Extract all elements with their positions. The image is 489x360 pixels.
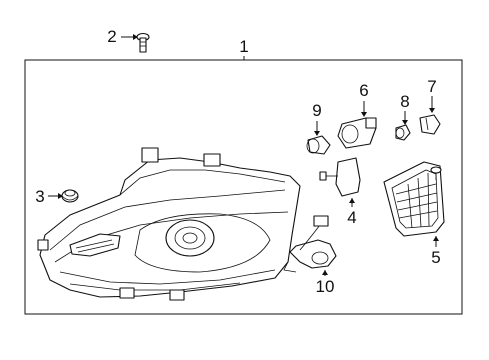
callout-2: 2	[107, 27, 138, 46]
callout-3-label: 3	[35, 187, 44, 206]
grommet-part	[61, 189, 79, 203]
callout-10-label: 10	[316, 277, 335, 296]
ballast-4-part	[319, 157, 361, 197]
callout-5-label: 5	[431, 248, 440, 267]
callout-10: 10	[316, 270, 335, 296]
bulb-8-part	[395, 124, 411, 141]
callout-6-label: 6	[359, 81, 368, 100]
screw-part	[136, 32, 150, 53]
cover-5-part	[383, 161, 445, 237]
callout-7: 7	[427, 77, 437, 113]
callout-1-label: 1	[239, 37, 248, 56]
harness-10-part	[283, 215, 337, 273]
callout-9-label: 9	[312, 101, 321, 120]
socket-6-part	[337, 117, 377, 149]
headlamp-assembly	[37, 147, 301, 301]
callout-7-label: 7	[427, 77, 436, 96]
callout-4-label: 4	[347, 208, 356, 227]
callout-3: 3	[35, 187, 63, 206]
callout-5: 5	[431, 236, 441, 267]
callout-9: 9	[312, 101, 322, 136]
callout-1: 1	[239, 37, 249, 60]
socket-7-part	[419, 114, 441, 135]
bulb-9-part	[306, 135, 331, 155]
callout-4: 4	[347, 198, 357, 227]
callout-8: 8	[400, 92, 410, 125]
callout-6: 6	[359, 81, 369, 117]
callout-8-label: 8	[400, 92, 409, 111]
callout-2-label: 2	[107, 27, 116, 46]
